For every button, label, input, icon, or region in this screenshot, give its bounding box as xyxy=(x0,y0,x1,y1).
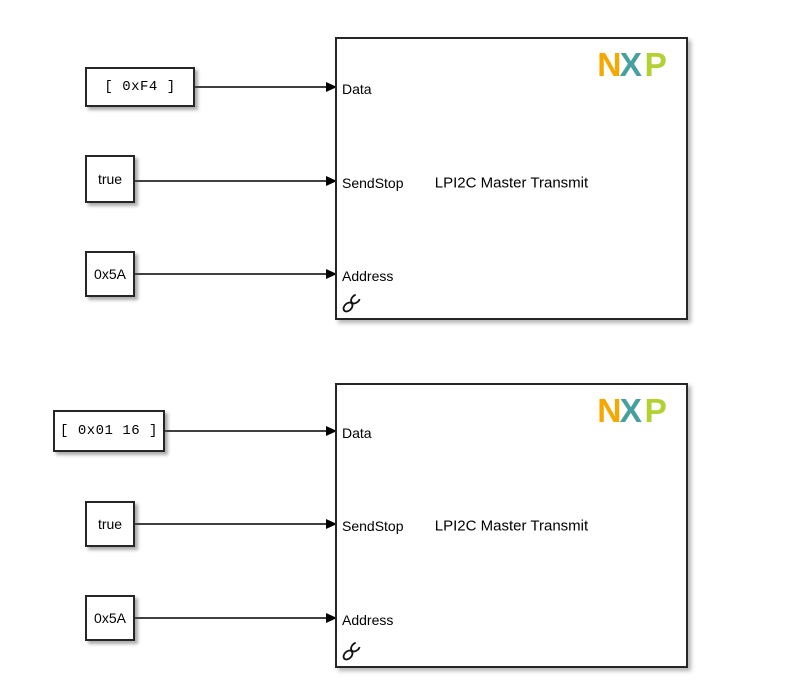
nxp-logo-letter-x: X xyxy=(620,49,643,79)
constant-block-address-2[interactable]: 0x5A xyxy=(85,595,135,641)
nxp-logo: N X P xyxy=(597,395,667,425)
port-label-address: Address xyxy=(342,268,394,284)
library-link-icon xyxy=(342,641,361,661)
constant-value: 0x5A xyxy=(94,266,126,282)
port-label-address: Address xyxy=(342,612,394,628)
constant-block-address-1[interactable]: 0x5A xyxy=(85,251,135,297)
nxp-logo-letter-n: N xyxy=(597,395,621,425)
nxp-logo-letter-n: N xyxy=(597,49,621,79)
block-title: LPI2C Master Transmit xyxy=(434,517,589,535)
constant-value: true xyxy=(97,516,123,532)
constant-block-sendstop-1[interactable]: true xyxy=(85,155,135,203)
constant-value: 0x5A xyxy=(94,610,126,626)
port-label-data: Data xyxy=(342,425,372,441)
lpi2c-master-transmit-block-2[interactable]: Data SendStop Address LPI2C Master Trans… xyxy=(335,383,688,668)
constant-block-data-1[interactable]: [ 0xF4 ] xyxy=(85,67,195,107)
constant-block-data-2[interactable]: [ 0x01 16 ] xyxy=(53,410,165,452)
constant-value: [ 0xF4 ] xyxy=(104,79,176,95)
lpi2c-master-transmit-block-1[interactable]: Data SendStop Address LPI2C Master Trans… xyxy=(335,37,688,320)
constant-value: true xyxy=(97,171,123,187)
nxp-logo-letter-p: P xyxy=(644,49,666,79)
nxp-logo: N X P xyxy=(597,49,667,79)
library-link-icon xyxy=(342,293,361,313)
nxp-logo-letter-x: X xyxy=(620,395,643,425)
constant-value: [ 0x01 16 ] xyxy=(60,423,158,439)
port-label-sendstop: SendStop xyxy=(342,518,404,534)
nxp-logo-letter-p: P xyxy=(644,395,666,425)
port-label-sendstop: SendStop xyxy=(342,175,404,191)
port-label-data: Data xyxy=(342,81,372,97)
block-title: LPI2C Master Transmit xyxy=(434,174,589,192)
constant-block-sendstop-2[interactable]: true xyxy=(85,501,135,547)
